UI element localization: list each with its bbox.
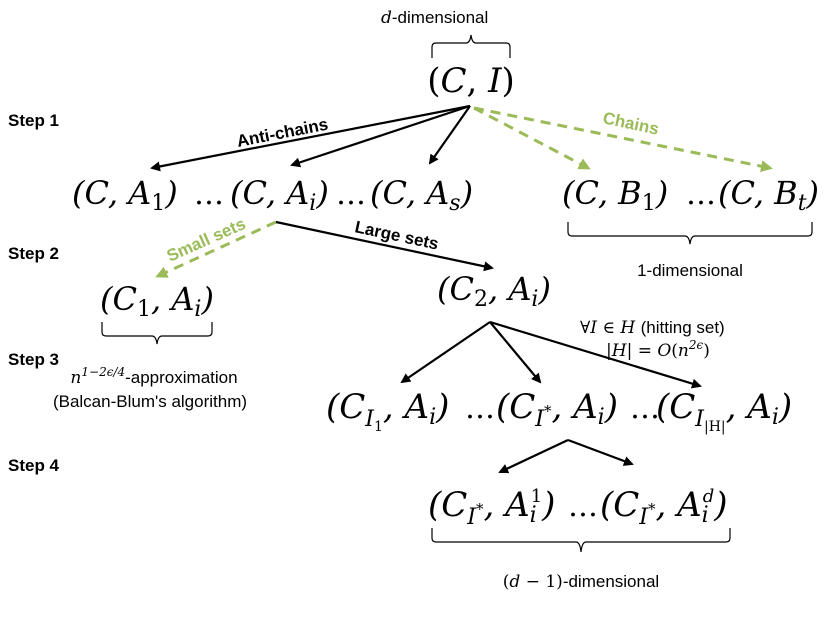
node-C-A1: (C, A1)	[72, 174, 178, 216]
ellipsis-1: …	[194, 177, 224, 212]
node-C-Bt: (C, Bt)	[718, 174, 819, 216]
anti-chains-label: Anti-chains	[235, 115, 329, 151]
bottom-dimension-label: (d − 1)-dimensional	[503, 572, 659, 592]
node-C-B1: (C, B1)	[562, 174, 668, 216]
ellipsis-3: …	[686, 177, 716, 212]
arrow-to-B1	[473, 106, 591, 170]
root-node: (C, I)	[427, 61, 515, 101]
hitting-set-line1: ∀I ∈ H (hitting set)	[580, 318, 725, 338]
node-C2-Ai: (C2, Ai)	[437, 270, 551, 312]
arrow-to-CIH	[489, 320, 702, 389]
arrow-to-Ai	[290, 104, 471, 168]
node-CIstar-Ai1: (CI*, Ai1)	[428, 485, 555, 530]
arrow-to-As	[428, 105, 471, 165]
arrow-to-A1	[150, 104, 471, 172]
arrow-to-CI1	[400, 321, 491, 384]
top-dimension-label: d-dimensional	[381, 8, 488, 28]
hitting-set-line2: |H| = O(n2ϵ)	[606, 338, 710, 361]
arrow-to-Aid	[567, 438, 634, 466]
approximation-label: n1−2ϵ/4-approximation	[70, 365, 237, 388]
ellipsis-2: …	[336, 177, 366, 212]
ellipsis-4: …	[465, 391, 495, 426]
small-sets-label: Small sets	[164, 214, 249, 266]
ellipsis-5: …	[630, 391, 660, 426]
chains-dimension-label: 1-dimensional	[637, 261, 743, 280]
algorithm-label: (Balcan-Blum's algorithm)	[53, 392, 247, 411]
node-C-As: (C, As)	[370, 174, 473, 216]
bottom-brace	[431, 528, 731, 553]
node-CIstar-Ai: (CI*, Ai)	[496, 387, 618, 432]
step-4-label: Step 4	[8, 456, 60, 475]
arrow-to-CIstar	[489, 321, 542, 384]
node-CIH-Ai: (CI|H|, Ai)	[656, 387, 792, 435]
step-2-label: Step 2	[8, 244, 59, 263]
ellipsis-6: …	[568, 489, 598, 524]
chains-brace	[567, 222, 813, 245]
arrow-large-sets	[275, 220, 494, 272]
node-CI1-Ai: (CI1, Ai)	[326, 387, 449, 435]
node-CIstar-Aid: (CI*, Aid)	[600, 485, 728, 530]
step-3-label: Step 3	[8, 350, 59, 369]
arrow-small-sets	[155, 220, 277, 278]
arrow-to-Ai1	[498, 439, 569, 474]
top-brace	[431, 34, 511, 58]
node-C-Ai: (C, Ai)	[230, 174, 329, 216]
small-brace	[101, 322, 213, 345]
step-1-label: Step 1	[8, 111, 59, 130]
node-C1-Ai: (C1, Ai)	[100, 280, 214, 322]
